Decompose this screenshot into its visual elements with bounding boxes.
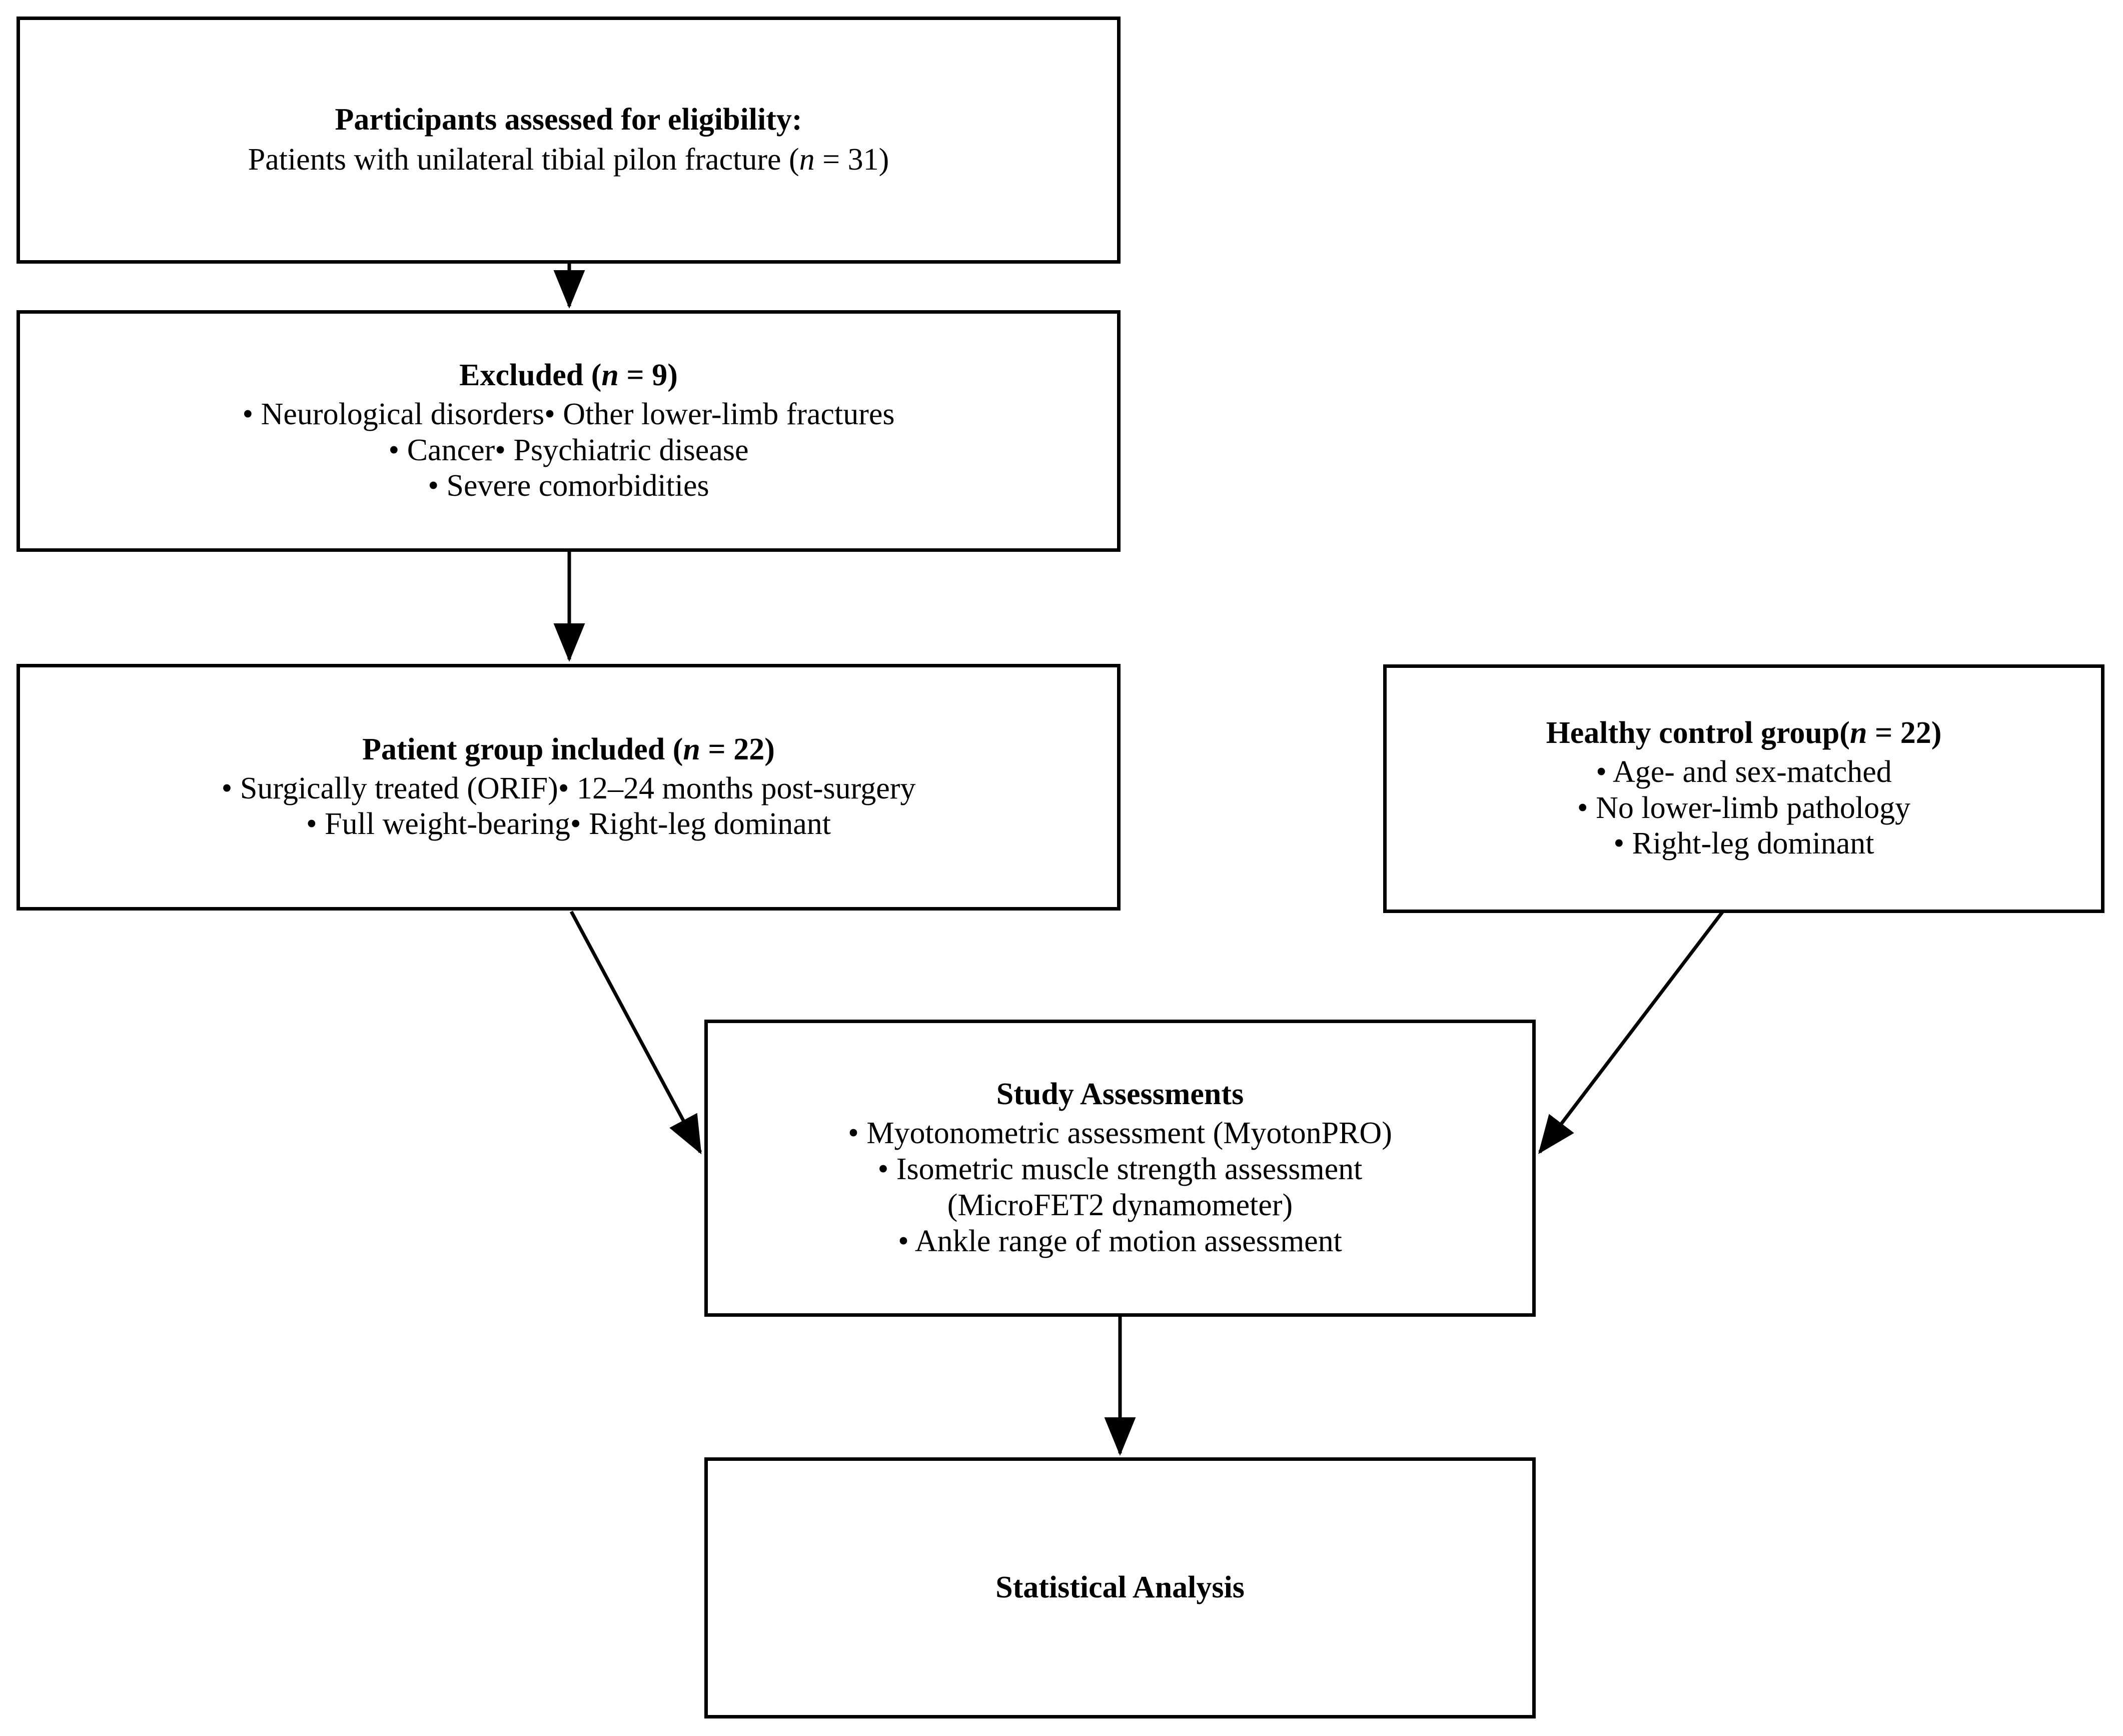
node-patient-group-line-0: • Surgically treated (ORIF)• 12–24 month… (221, 771, 916, 805)
node-assessments-line-2: (MicroFET2 dynamometer) (947, 1188, 1293, 1222)
node-assessments: Study Assessments • Myotonometric assess… (704, 1020, 1536, 1317)
node-eligibility-line-0: Patients with unilateral tibial pilon fr… (248, 143, 889, 177)
node-patient-group-line-1: • Full weight-bearing• Right-leg dominan… (306, 807, 831, 841)
node-assessments-title: Study Assessments (996, 1077, 1244, 1112)
node-excluded-line-2: • Severe comorbidities (428, 469, 709, 503)
node-assessments-line-0: • Myotonometric assessment (MyotonPRO) (848, 1116, 1392, 1151)
node-statistics: Statistical Analysis (704, 1457, 1536, 1718)
node-excluded-line-0: • Neurological disorders• Other lower-li… (242, 397, 895, 431)
node-control-group: Healthy control group(n = 22) • Age- and… (1383, 664, 2104, 913)
node-statistics-title: Statistical Analysis (995, 1570, 1245, 1605)
edge-control-group-to-assessments (1538, 910, 1724, 1154)
edge-patient-group-to-assessments (569, 911, 702, 1155)
node-assessments-line-1: • Isometric muscle strength assessment (877, 1152, 1363, 1187)
node-assessments-line-3: • Ankle range of motion assessment (898, 1224, 1342, 1258)
node-excluded-title: Excluded (n = 9) (459, 358, 678, 392)
node-control-group-title: Healthy control group(n = 22) (1546, 715, 1942, 750)
node-eligibility: Participants assessed for eligibility: P… (17, 17, 1121, 264)
node-control-group-line-0: • Age- and sex-matched (1596, 754, 1892, 789)
node-eligibility-title: Participants assessed for eligibility: (335, 103, 802, 137)
node-control-group-line-2: • Right-leg dominant (1613, 826, 1874, 861)
node-excluded: Excluded (n = 9) • Neurological disorder… (17, 310, 1121, 552)
node-excluded-line-1: • Cancer• Psychiatric disease (388, 433, 749, 467)
node-patient-group-title: Patient group included (n = 22) (362, 732, 775, 766)
node-patient-group: Patient group included (n = 22) • Surgic… (17, 664, 1121, 911)
node-control-group-line-1: • No lower-limb pathology (1577, 790, 1911, 825)
